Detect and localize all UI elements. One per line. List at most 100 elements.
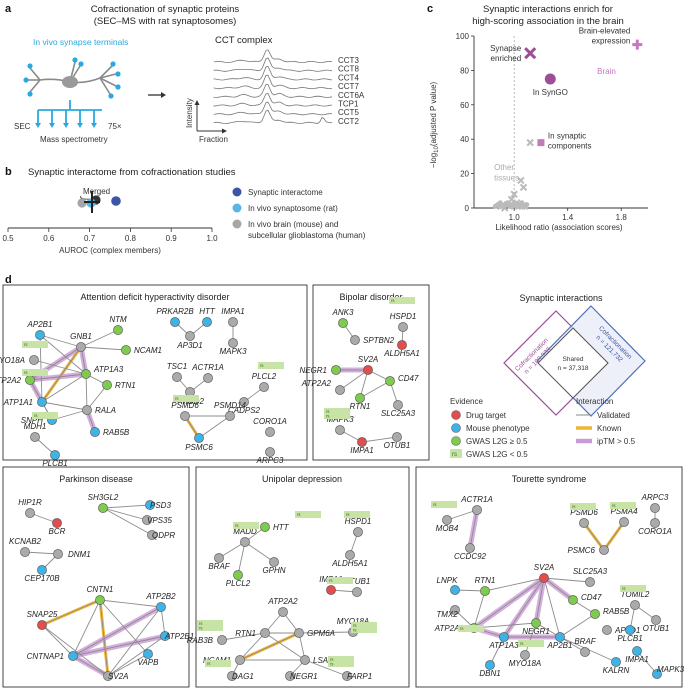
gene-node[interactable] bbox=[442, 515, 452, 525]
gene-node[interactable] bbox=[235, 655, 245, 665]
gene-node[interactable] bbox=[602, 625, 612, 635]
gene-node[interactable] bbox=[25, 508, 35, 518]
gene-node[interactable] bbox=[228, 338, 238, 348]
gene-node[interactable] bbox=[599, 545, 609, 555]
gene-node[interactable] bbox=[145, 500, 155, 510]
gene-node[interactable] bbox=[239, 397, 249, 407]
gene-node[interactable] bbox=[142, 515, 152, 525]
gene-node[interactable] bbox=[294, 628, 304, 638]
gene-node[interactable] bbox=[393, 400, 403, 410]
gene-node[interactable] bbox=[278, 607, 288, 617]
gene-node[interactable] bbox=[450, 585, 460, 595]
gene-node[interactable] bbox=[392, 432, 402, 442]
gene-node[interactable] bbox=[260, 522, 270, 532]
gene-node[interactable] bbox=[397, 340, 407, 350]
gene-node[interactable] bbox=[331, 365, 341, 375]
gene-node[interactable] bbox=[355, 393, 365, 403]
gene-node[interactable] bbox=[259, 382, 269, 392]
gene-node[interactable] bbox=[214, 553, 224, 563]
gene-node[interactable] bbox=[335, 425, 345, 435]
gene-node[interactable] bbox=[160, 631, 170, 641]
gene-node[interactable] bbox=[269, 557, 279, 567]
gene-node[interactable] bbox=[203, 373, 213, 383]
gene-node[interactable] bbox=[90, 427, 100, 437]
gene-node[interactable] bbox=[338, 318, 348, 328]
gene-node[interactable] bbox=[225, 411, 235, 421]
gene-node[interactable] bbox=[300, 655, 310, 665]
gene-node[interactable] bbox=[385, 376, 395, 386]
gene-node[interactable] bbox=[585, 577, 595, 587]
gene-node[interactable] bbox=[37, 620, 47, 630]
gene-node[interactable] bbox=[180, 411, 190, 421]
gene-node[interactable] bbox=[260, 628, 270, 638]
gene-node[interactable] bbox=[357, 437, 367, 447]
gene-node[interactable] bbox=[20, 547, 30, 557]
gene-node[interactable] bbox=[619, 517, 629, 527]
gene-node[interactable] bbox=[265, 427, 275, 437]
gene-node[interactable] bbox=[37, 397, 47, 407]
gene-node[interactable] bbox=[25, 375, 35, 385]
gene-node[interactable] bbox=[499, 632, 509, 642]
gene-node[interactable] bbox=[228, 317, 238, 327]
gene-node[interactable] bbox=[555, 632, 565, 642]
gene-node[interactable] bbox=[326, 585, 336, 595]
gene-node[interactable] bbox=[353, 527, 363, 537]
gene-node[interactable] bbox=[81, 369, 91, 379]
gene-node[interactable] bbox=[143, 649, 153, 659]
gene-node[interactable] bbox=[579, 518, 589, 528]
gene-node[interactable] bbox=[650, 518, 660, 528]
gene-node[interactable] bbox=[240, 537, 250, 547]
gene-node[interactable] bbox=[95, 595, 105, 605]
gene-node[interactable] bbox=[147, 530, 157, 540]
gene-node[interactable] bbox=[233, 570, 243, 580]
gene-node[interactable] bbox=[285, 671, 295, 681]
gene-node[interactable] bbox=[98, 503, 108, 513]
gene-node[interactable] bbox=[335, 385, 345, 395]
gene-node[interactable] bbox=[345, 550, 355, 560]
gene-node[interactable] bbox=[29, 355, 39, 365]
gene-node[interactable] bbox=[103, 671, 113, 681]
gene-node[interactable] bbox=[194, 433, 204, 443]
gene-node[interactable] bbox=[580, 647, 590, 657]
gene-node[interactable] bbox=[568, 595, 578, 605]
gene-node[interactable] bbox=[652, 669, 662, 679]
gene-node[interactable] bbox=[531, 618, 541, 628]
gene-node[interactable] bbox=[68, 651, 78, 661]
gene-node[interactable] bbox=[625, 625, 635, 635]
gene-node[interactable] bbox=[265, 447, 275, 457]
gene-node[interactable] bbox=[650, 503, 660, 513]
gene-node[interactable] bbox=[217, 635, 227, 645]
gene-node[interactable] bbox=[172, 372, 182, 382]
gene-node[interactable] bbox=[113, 325, 123, 335]
gene-node[interactable] bbox=[350, 335, 360, 345]
gene-node[interactable] bbox=[30, 432, 40, 442]
gene-node[interactable] bbox=[398, 322, 408, 332]
gene-node[interactable] bbox=[352, 587, 362, 597]
gene-node[interactable] bbox=[76, 342, 86, 352]
gene-node[interactable] bbox=[156, 602, 166, 612]
gene-node[interactable] bbox=[82, 405, 92, 415]
gene-node[interactable] bbox=[37, 565, 47, 575]
gene-node[interactable] bbox=[170, 317, 180, 327]
gene-node[interactable] bbox=[485, 660, 495, 670]
gene-node[interactable] bbox=[472, 505, 482, 515]
gene-node[interactable] bbox=[52, 518, 62, 528]
gene-node[interactable] bbox=[480, 586, 490, 596]
gene-node[interactable] bbox=[450, 605, 460, 615]
gene-node[interactable] bbox=[651, 615, 661, 625]
gene-node[interactable] bbox=[35, 330, 45, 340]
gene-node[interactable] bbox=[630, 600, 640, 610]
gene-node[interactable] bbox=[342, 671, 352, 681]
gene-node[interactable] bbox=[202, 317, 212, 327]
gene-node[interactable] bbox=[363, 365, 373, 375]
gene-node[interactable] bbox=[121, 345, 131, 355]
gene-node[interactable] bbox=[53, 549, 63, 559]
gene-node[interactable] bbox=[50, 450, 60, 460]
gene-node[interactable] bbox=[102, 380, 112, 390]
gene-node[interactable] bbox=[611, 657, 621, 667]
gene-node[interactable] bbox=[465, 543, 475, 553]
gene-node[interactable] bbox=[520, 650, 530, 660]
gene-node[interactable] bbox=[590, 609, 600, 619]
gene-node[interactable] bbox=[185, 331, 195, 341]
gene-node[interactable] bbox=[632, 646, 642, 656]
